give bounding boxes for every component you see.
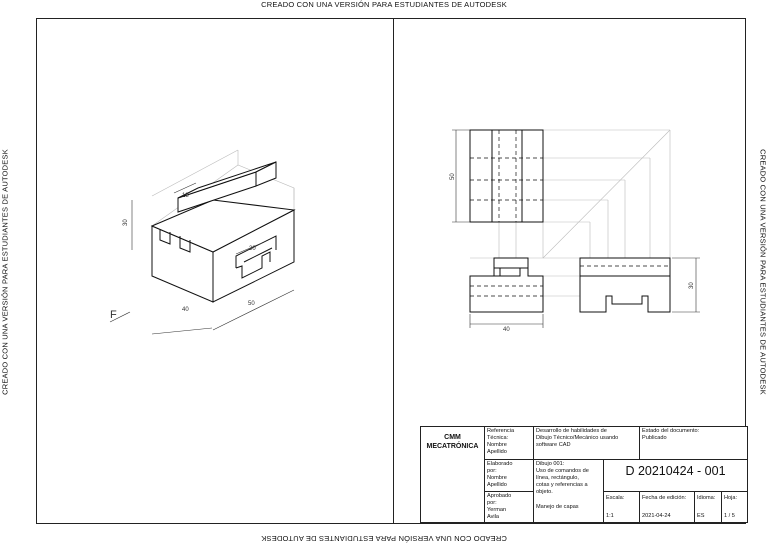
iso-notch-2: [179, 236, 191, 253]
descripcion-line-1: Desarrollo de habilidades de: [536, 428, 607, 434]
elaborado-cell: Elaborado por: Nombre Apellido: [484, 459, 533, 491]
elaborado-line-2: por:: [487, 468, 497, 474]
idioma-label: Idioma:: [697, 495, 716, 501]
aprobado-line-4: Avila: [487, 514, 500, 520]
estado-value: Publicado: [642, 435, 667, 441]
escala-cell: Escala: 1:1: [603, 491, 639, 524]
isometric-view: [109, 149, 296, 335]
iso-dim-20: 20: [249, 246, 256, 252]
dibujo-line-5: cotas y referencias a: [536, 482, 588, 488]
ortho-front-hidden: [470, 285, 543, 297]
elaborado-line-4: Apellido: [487, 482, 507, 488]
iso-dim-30: 30: [123, 219, 129, 226]
iso-slot-top: [235, 235, 277, 268]
aprobado-line-3: Yerman: [487, 507, 507, 513]
ortho-top-view: [469, 129, 544, 223]
descripcion-cell: Desarrollo de habilidades de Dibujo Técn…: [533, 427, 639, 459]
fecha-label: Fecha de edición:: [642, 495, 687, 501]
watermark-top: CREADO CON UNA VERSIÓN PARA ESTUDIANTES …: [261, 0, 507, 9]
hoja-label: Hoja:: [724, 495, 738, 501]
iso-dim-18: 18: [182, 193, 189, 199]
fecha-cell: Fecha de edición: 2021-04-24: [639, 491, 694, 524]
front-marker: F: [110, 309, 117, 321]
company-logo: CMM MECATRÓNICA: [421, 427, 484, 459]
capas-text: Manejo de capas: [536, 504, 579, 510]
iso-dim-50: 50: [248, 301, 255, 307]
estado-label: Estado del documento:: [642, 428, 700, 434]
ref-tecnica-line-3: Nombre: [487, 442, 507, 448]
escala-label: Escala:: [606, 495, 625, 501]
ortho-dim-40: 40: [503, 327, 510, 333]
ortho-front-rail: [493, 257, 529, 269]
dibujo-cell: Dibujo 001: Uso de comandos de línea, re…: [533, 459, 603, 524]
ortho-dimension-lines: [452, 129, 700, 328]
company-line-1: CMM: [444, 434, 461, 441]
iso-dim-40: 40: [182, 307, 189, 313]
hoja-value: 1 / 5: [724, 513, 735, 519]
elaborado-line-1: Elaborado: [487, 461, 513, 467]
idioma-cell: Idioma: ES: [694, 491, 721, 524]
elaborado-line-3: Nombre: [487, 475, 507, 481]
ref-tecnica-cell: Referencia Técnica: Nombre Apellido: [484, 427, 533, 459]
ref-tecnica-line-2: Técnica:: [487, 435, 509, 441]
descripcion-line-2: Dibujo Técnico/Mecánico usando: [536, 435, 619, 441]
dibujo-line-4: línea, rectángulo,: [536, 475, 579, 481]
fecha-value: 2021-04-24: [642, 513, 671, 519]
iso-notch: [159, 230, 171, 245]
title-block: CMM MECATRÓNICA Referencia Técnica: Nomb…: [420, 426, 748, 524]
estado-cell: Estado del documento: Publicado: [639, 427, 747, 459]
sheet-divider: [393, 18, 394, 524]
ortho-view: [452, 129, 700, 328]
dibujo-line-3: Uso de comandos de: [536, 468, 589, 474]
aprobado-line-2: por:: [487, 500, 497, 506]
ref-tecnica-line-1: Referencia: [487, 428, 515, 434]
iso-rail-end: [255, 161, 277, 187]
iso-slot-profile: [235, 251, 271, 279]
aprobado-line-1: Aprobado: [487, 493, 512, 499]
dibujo-line-6: objeto.: [536, 489, 553, 495]
descripcion-line-3: software CAD: [536, 442, 571, 448]
iso-dimension-lines: [109, 182, 295, 335]
idioma-value: ES: [697, 513, 705, 519]
ortho-dim-50: 50: [450, 173, 456, 180]
ortho-projection-lines: [470, 129, 671, 297]
iso-top-face: [150, 199, 296, 253]
ortho-top-hidden: [470, 130, 543, 222]
drawing-frame: [36, 18, 746, 524]
dibujo-line-1: Dibujo 001:: [536, 461, 565, 467]
escala-value: 1:1: [606, 513, 614, 519]
iso-slot-inner: [243, 247, 273, 263]
ortho-dim-30: 30: [689, 282, 695, 289]
ref-tecnica-line-4: Apellido: [487, 449, 507, 455]
company-line-2: MECATRÓNICA: [426, 443, 479, 450]
ortho-front-view: [469, 265, 544, 313]
document-number: D 20210424 - 001: [603, 459, 747, 491]
aprobado-cell: Aprobado por: Yerman Avila: [484, 491, 533, 524]
hoja-cell: Hoja: 1 / 5: [721, 491, 747, 524]
ortho-side-view: [579, 257, 671, 313]
